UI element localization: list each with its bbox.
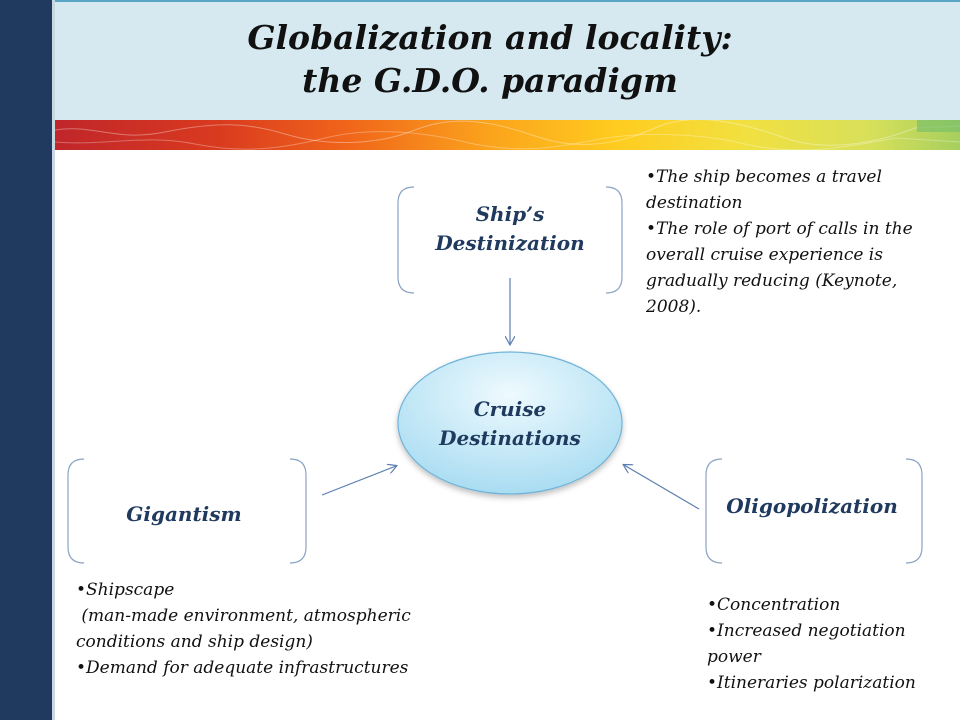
top-node-right-bracket xyxy=(605,186,623,294)
center-node-ellipse xyxy=(397,351,623,495)
right-node-right-bracket xyxy=(905,458,923,564)
slide-title: Globalization and locality: the G.D.O. p… xyxy=(55,16,925,102)
node-center-line-1: Cruise xyxy=(473,397,547,421)
note-right-line: •Concentration xyxy=(707,595,841,615)
note-top-line: 2008). xyxy=(646,297,702,317)
node-ships-destinization: Ship’s Destinization xyxy=(410,200,610,258)
note-right-line: •Increased negotiation xyxy=(707,621,906,641)
note-top-line: •The ship becomes a travel xyxy=(646,167,882,187)
note-top-line: destination xyxy=(646,193,743,213)
title-line-2: the G.D.O. paradigm xyxy=(302,61,678,100)
notes-left-list: •Shipscape (man-made environment, atmosp… xyxy=(76,577,411,681)
node-cruise-destinations: Cruise Destinations xyxy=(410,395,610,453)
node-top-line-1: Ship’s xyxy=(475,202,545,226)
note-left-line: (man-made environment, atmospheric xyxy=(76,606,411,626)
node-top-line-2: Destinization xyxy=(435,231,585,255)
notes-right-list: •Concentration •Increased negotiation po… xyxy=(707,592,916,696)
node-oligopolization: Oligopolization xyxy=(726,494,898,518)
note-left-line: •Demand for adequate infrastructures xyxy=(76,658,409,678)
note-left-line: conditions and ship design) xyxy=(76,632,313,652)
top-node-left-bracket xyxy=(397,186,415,294)
right-node-left-bracket xyxy=(705,458,723,564)
note-top-line: overall cruise experience is xyxy=(646,245,883,265)
left-sidebar-bar xyxy=(0,0,52,720)
title-line-1: Globalization and locality: xyxy=(247,18,733,57)
note-right-line: power xyxy=(707,647,761,667)
note-right-line: •Itineraries polarization xyxy=(707,673,916,693)
note-top-line: •The role of port of calls in the xyxy=(646,219,913,239)
left-node-right-bracket xyxy=(289,458,307,564)
title-banner xyxy=(55,0,960,123)
node-center-line-2: Destinations xyxy=(439,426,581,450)
sidebar-edge xyxy=(52,0,55,720)
node-gigantism: Gigantism xyxy=(126,502,242,526)
note-left-line: •Shipscape xyxy=(76,580,175,600)
left-node-left-bracket xyxy=(67,458,85,564)
decorative-map-strip xyxy=(55,120,960,150)
notes-top-list: •The ship becomes a travel destination •… xyxy=(646,164,913,320)
arrow-left-to-center xyxy=(321,466,396,496)
note-top-line: gradually reducing (Keynote, xyxy=(646,271,898,291)
arrow-right-to-center xyxy=(624,465,700,510)
